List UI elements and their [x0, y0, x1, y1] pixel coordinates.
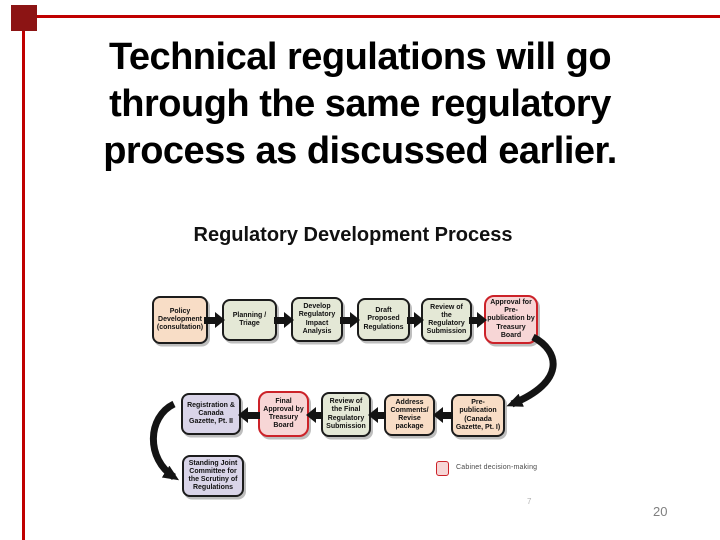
slide-title-line: through the same regulatory	[109, 83, 611, 125]
accent-top-line	[37, 15, 720, 18]
page-number: 20	[653, 504, 668, 519]
slide-title-line: process as discussed earlier.	[103, 130, 617, 172]
flow-box-label: Registration & Canada Gazette, Pt. II	[187, 401, 235, 426]
flow-box-policy-development: Policy Development (consultation)	[152, 296, 208, 344]
slide-title-line: Technical regulations will go	[108, 36, 612, 78]
diagram-title: Regulatory Development Process	[193, 224, 513, 246]
flow-box-label: Final Approval by Treasury Board	[263, 397, 304, 430]
flow-box-label: Planning / Triage	[232, 311, 267, 327]
flow-arrow-left	[433, 407, 453, 423]
accent-left-line	[22, 31, 25, 540]
flow-box-label: Pre-publication (Canada Gazette, Pt. I)	[455, 399, 501, 431]
cabinet-legend-label: Cabinet decision-making	[456, 464, 538, 471]
slide-title: Technical regulations will go through th…	[0, 34, 720, 175]
curved-arrow-row2-to-row3	[150, 400, 180, 481]
curved-arrow-row1-to-row2	[506, 333, 557, 408]
flow-box-develop-regulatory-impact-analysis: Develop Regulatory Impact Analysis	[291, 297, 343, 342]
flow-box-planning-triage: Planning / Triage	[222, 299, 277, 341]
flow-arrow-left	[368, 407, 386, 423]
flow-box-label: Address Comments/ Revise package	[390, 398, 429, 431]
flow-arrow-left	[238, 407, 260, 423]
flow-arrow-right	[340, 312, 360, 328]
flow-box-review-of-final-submission: Review of the Final Regulatory Submissio…	[321, 392, 371, 437]
flow-box-label: Review of the Regulatory Submission	[426, 303, 467, 336]
flow-box-approval-for-prepublication: Approval for Pre-publication by Treasury…	[484, 295, 538, 344]
flow-arrow-left	[306, 407, 323, 423]
flow-arrow-right	[204, 312, 225, 328]
flow-box-review-of-regulatory-submission: Review of the Regulatory Submission	[421, 298, 472, 342]
flow-box-registration-gazette-2: Registration & Canada Gazette, Pt. II	[181, 393, 241, 435]
cabinet-legend-swatch	[436, 461, 449, 476]
flow-box-prepublication-gazette-1: Pre-publication (Canada Gazette, Pt. I)	[451, 394, 505, 437]
flow-box-standing-joint-committee: Standing Joint Committee for the Scrutin…	[182, 455, 244, 497]
flow-box-final-approval-treasury-board: Final Approval by Treasury Board	[258, 391, 309, 437]
flow-box-label: Draft Proposed Regulations	[363, 307, 404, 331]
flow-arrow-right	[274, 312, 294, 328]
flow-box-label: Standing Joint Committee for the Scrutin…	[188, 459, 238, 492]
flow-box-draft-proposed-regulations: Draft Proposed Regulations	[357, 298, 410, 341]
flow-box-label: Develop Regulatory Impact Analysis	[298, 303, 336, 335]
flow-box-address-comments-revise: Address Comments/ Revise package	[384, 394, 435, 436]
flow-box-label: Review of the Final Regulatory Submissio…	[326, 398, 366, 430]
flow-box-label: Policy Development (consultation)	[156, 307, 204, 332]
accent-corner-square	[11, 5, 37, 31]
flow-arrow-right	[407, 312, 424, 328]
flow-box-label: Approval for Pre-publication by Treasury…	[487, 299, 535, 339]
flow-arrow-right	[469, 312, 487, 328]
embedded-slide-number: 7	[527, 497, 532, 506]
